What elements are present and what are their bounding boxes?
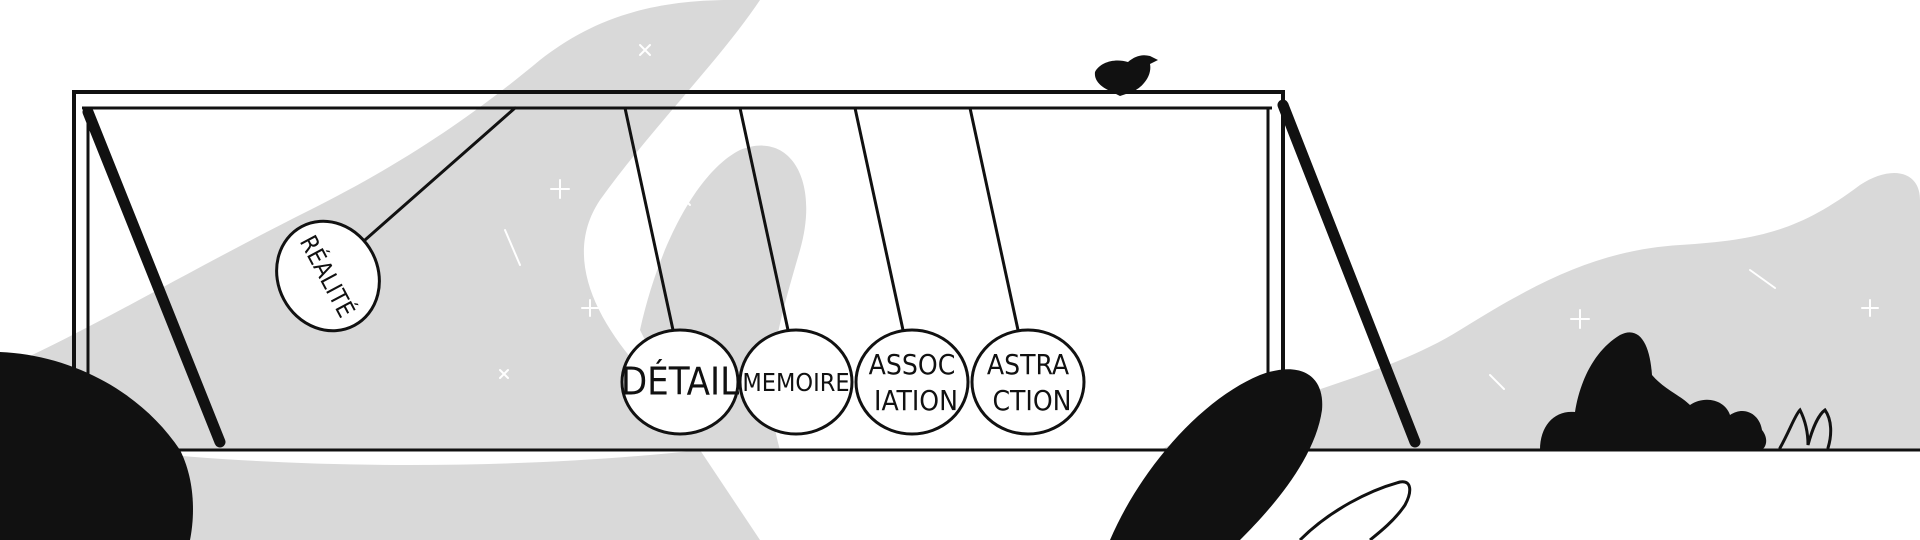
foreground-leaf-outline (1298, 480, 1412, 540)
ball-association-label-line1: ASSOC (869, 348, 956, 381)
ball-association-label-line2: IATION (874, 384, 958, 417)
ball-realite: RÉALITÉ (275, 219, 381, 333)
string-detail (623, 106, 675, 332)
grass-tuft-icon (1778, 407, 1833, 450)
ball-detail-label: DÉTAIL (621, 360, 739, 404)
string-memoire (738, 106, 790, 332)
ball-astraction: ASTRA CTION (970, 328, 1086, 436)
ball-association: ASSOC IATION (854, 328, 970, 436)
foreground-blob-center (1110, 369, 1323, 540)
ball-astraction-label-line1: ASTRA (987, 348, 1070, 381)
bird-icon (1094, 55, 1158, 96)
hill-sparkles (499, 44, 1879, 390)
ball-memoire: MEMOIRE (738, 328, 854, 436)
string-astraction (968, 106, 1020, 332)
bush-icon (1540, 332, 1767, 450)
string-realite (363, 106, 517, 242)
lower-hill-left (120, 450, 760, 540)
cradle-strings (363, 106, 1020, 332)
ball-memoire-label: MEMOIRE (742, 368, 849, 397)
hill-right (1160, 173, 1920, 450)
string-association (853, 106, 905, 332)
ball-astraction-label-line2: CTION (992, 384, 1071, 417)
foreground-blob-left (0, 352, 193, 540)
ball-detail: DÉTAIL (620, 328, 740, 436)
